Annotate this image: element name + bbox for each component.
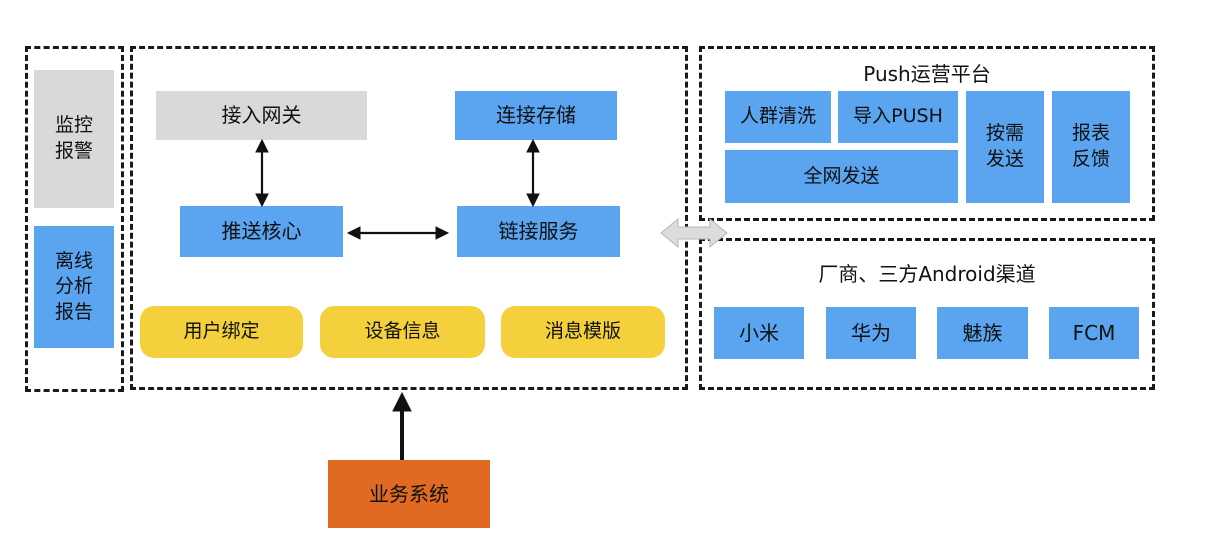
arrow-storage-linkservice: [526, 138, 540, 208]
device-info-box: 设备信息: [320, 306, 485, 358]
business-system-box: 业务系统: [328, 460, 490, 528]
full-network-send-box: 全网发送: [725, 150, 958, 203]
connection-storage-box: 连接存储: [455, 91, 617, 140]
channels-panel: [699, 238, 1155, 390]
access-gateway-box: 接入网关: [156, 91, 367, 140]
push-core-box: 推送核心: [180, 206, 343, 257]
on-demand-send-box: 按需 发送: [966, 91, 1044, 203]
import-push-box: 导入PUSH: [838, 91, 958, 143]
message-template-box: 消息模版: [501, 306, 665, 358]
left-panel: [25, 46, 124, 392]
channel-meizu-box: 魅族: [937, 307, 1028, 359]
arrow-business-core: [392, 391, 412, 460]
core-panel: [130, 46, 688, 390]
offline-analysis-box: 离线 分析 报告: [34, 226, 114, 348]
push-platform-title: Push运营平台: [863, 62, 991, 86]
arrow-gateway-pushcore: [255, 138, 269, 208]
report-feedback-box: 报表 反馈: [1052, 91, 1130, 203]
monitor-alarm-box: 监控 报警: [34, 70, 114, 208]
link-service-box: 链接服务: [457, 206, 620, 257]
push-platform-panel: [699, 46, 1155, 221]
channel-fcm-box: FCM: [1049, 307, 1139, 359]
crowd-clean-box: 人群清洗: [725, 91, 831, 143]
channel-xiaomi-box: 小米: [714, 307, 804, 359]
arrow-pushcore-linkservice: [346, 226, 450, 240]
channel-huawei-box: 华为: [826, 307, 916, 359]
channels-title: 厂商、三方Android渠道: [818, 262, 1036, 286]
user-binding-box: 用户绑定: [140, 306, 303, 358]
arrow-core-platforms: [660, 217, 728, 249]
